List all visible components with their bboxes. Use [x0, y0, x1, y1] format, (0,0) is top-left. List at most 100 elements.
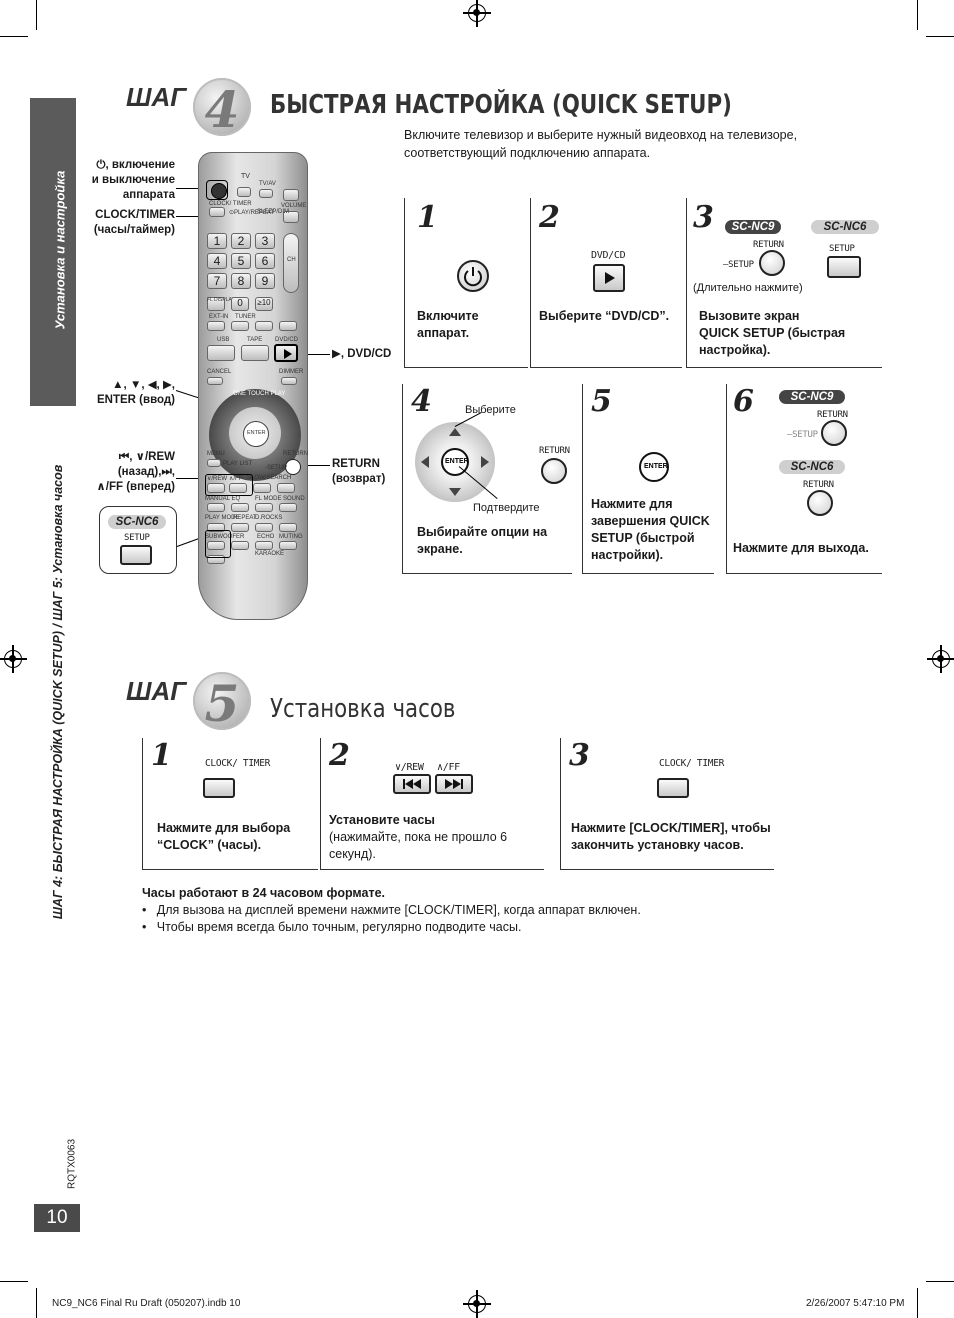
menu-button[interactable] — [207, 459, 221, 467]
digit-button[interactable]: 7 — [207, 273, 227, 289]
return-setup-button[interactable] — [759, 250, 785, 276]
clock-timer-button[interactable] — [209, 207, 225, 217]
setup-label: SETUP — [124, 533, 150, 543]
step4-intro-line2: соответствующий подключению аппарата. — [404, 146, 651, 160]
muting-button[interactable] — [279, 541, 297, 550]
tape-button[interactable] — [241, 345, 269, 361]
play-mode-button[interactable] — [207, 523, 225, 532]
rew-button[interactable] — [393, 774, 431, 794]
power-button[interactable] — [211, 183, 227, 199]
repeat-button[interactable] — [231, 523, 249, 532]
arrows-callout: ▲, ▼, ◀, ▶, ENTER (ввод) — [97, 379, 175, 406]
volume-label: VOLUME — [281, 203, 307, 209]
ff-button[interactable] — [229, 483, 247, 493]
step-text: Нажмите для выбора“CLOCK” (часы). — [157, 821, 291, 852]
slow-search-label: SLOW/SEARCH — [247, 475, 292, 481]
zero-button[interactable]: 0 — [231, 297, 249, 311]
step4-box-6: 6 SC-NC9 RETURN –SETUP SC-NC6 RETURN Наж… — [726, 384, 882, 574]
echo-button[interactable] — [255, 541, 273, 550]
rew-button[interactable] — [207, 483, 225, 493]
tuner-button[interactable] — [231, 321, 249, 331]
digit-button[interactable]: 8 — [231, 273, 251, 289]
clock-timer-label: CLOCK/ TIMER — [209, 201, 252, 207]
left-arrow-icon — [421, 456, 429, 468]
stop-button[interactable] — [255, 321, 273, 331]
enter-button[interactable]: ENTER — [243, 421, 269, 447]
setup-label: SETUP — [829, 244, 855, 254]
return-button[interactable] — [541, 458, 567, 484]
tv-power-button[interactable] — [237, 187, 251, 197]
digit-button[interactable]: 2 — [231, 233, 251, 249]
d-rocks-button[interactable] — [255, 523, 273, 532]
pause-button[interactable] — [279, 321, 297, 331]
return-label: RETURN — [817, 410, 848, 420]
dimmer-button[interactable] — [281, 377, 297, 385]
power-icon[interactable] — [457, 260, 489, 292]
sound-button[interactable] — [231, 503, 249, 512]
step5-title: Установка часов — [270, 694, 456, 724]
volume-down-button[interactable] — [283, 211, 299, 223]
one-touch-label: ONE TOUCH PLAY — [233, 391, 286, 397]
digit-button[interactable]: 4 — [207, 253, 227, 269]
step-number: 4 — [411, 384, 432, 419]
enter-button[interactable]: ENTER — [639, 452, 669, 482]
slow-ff-button[interactable] — [277, 483, 295, 493]
ff-button[interactable] — [435, 774, 473, 794]
file-info: NC9_NC6 Final Ru Draft (050207).indb 10 — [52, 1298, 241, 1309]
slow-rew-button[interactable] — [253, 483, 271, 493]
play-mode-label: PLAY MODE — [205, 515, 240, 521]
crop-mark — [0, 1281, 28, 1282]
play-icon — [284, 349, 292, 359]
vocal-button[interactable] — [231, 541, 249, 550]
fl-display-button[interactable] — [207, 297, 225, 311]
digit-button[interactable]: 5 — [231, 253, 251, 269]
ff-label: ∧/FF — [437, 762, 460, 773]
clock-timer-button[interactable] — [203, 778, 235, 798]
return-button[interactable] — [821, 420, 847, 446]
step-number: 6 — [733, 384, 754, 419]
digit-button[interactable]: 3 — [255, 233, 275, 249]
setup-button[interactable] — [827, 256, 861, 278]
karaoke-label: KARAOKE — [255, 551, 285, 557]
return-button[interactable] — [807, 490, 833, 516]
digit-button[interactable]: 9 — [255, 273, 275, 289]
digit-button[interactable]: 1 — [207, 233, 227, 249]
tape-label: TAPE — [247, 337, 263, 343]
setup-button[interactable] — [120, 545, 152, 565]
dvd-cd-play-button[interactable] — [274, 344, 298, 362]
step5-word: ШАГ — [126, 676, 187, 706]
registration-mark-icon — [463, 1290, 491, 1318]
plii-button[interactable] — [279, 523, 297, 532]
fl-mode-button[interactable] — [255, 503, 273, 512]
remote-control: TV TV/AV VOLUME CLOCK/ TIMER ⊙PLAY/REPEA… — [198, 152, 308, 620]
channel-rocker[interactable] — [283, 233, 299, 293]
note-title: Часы работают в 24 часовом формате. — [142, 886, 385, 900]
return-button[interactable] — [285, 459, 301, 475]
tvav-button[interactable] — [259, 189, 273, 198]
nc6-setup-box: SC-NC6 SETUP — [99, 506, 177, 574]
eq-button[interactable] — [207, 503, 225, 512]
sound-extra-button[interactable] — [279, 503, 297, 512]
ext-in-button[interactable] — [207, 321, 225, 331]
power-callout: ⏻, включение и выключение аппарата — [91, 159, 175, 201]
model-tag-nc9: SC-NC9 — [779, 390, 845, 404]
volume-up-button[interactable] — [283, 189, 299, 201]
clock-timer-button[interactable] — [657, 778, 689, 798]
digit-button[interactable]: 6 — [255, 253, 275, 269]
ten-plus-button[interactable]: ≥10 — [255, 297, 273, 311]
model-tag-nc6: SC-NC6 — [779, 460, 845, 474]
up-arrow-icon — [449, 428, 461, 436]
fl-mode-label: FL MODE — [255, 496, 282, 502]
setup-remote-button[interactable] — [207, 555, 225, 564]
dvd-cd-button[interactable] — [593, 264, 625, 292]
subwoofer-button[interactable] — [207, 541, 225, 550]
return-callout: RETURN (возврат) — [332, 458, 386, 485]
dpad-illustration[interactable]: ENTER — [415, 422, 495, 502]
usb-button[interactable] — [207, 345, 235, 361]
manual-eq-label: MANUAL EQ — [205, 496, 241, 502]
cancel-button[interactable] — [207, 377, 223, 385]
setup-label: –SETUP — [787, 430, 818, 440]
step-text: Выберите “DVD/CD”. — [539, 309, 670, 323]
step-text: Установите часы (нажимайте, пока не прош… — [329, 813, 508, 861]
